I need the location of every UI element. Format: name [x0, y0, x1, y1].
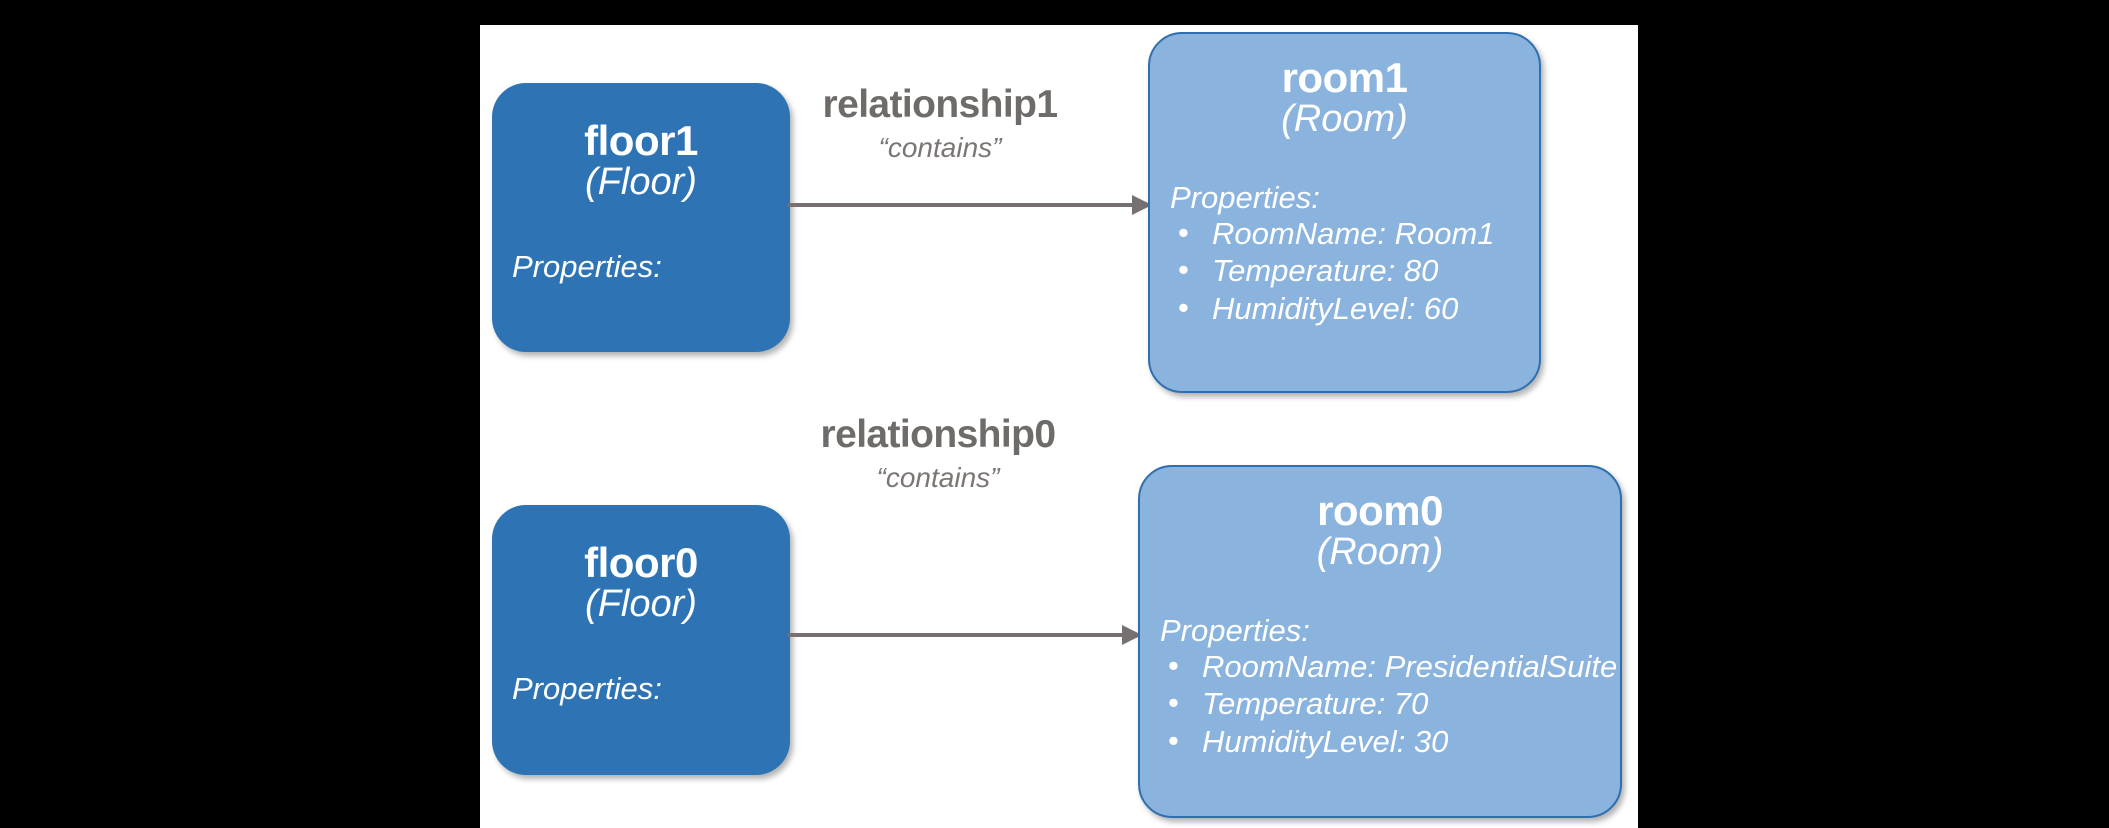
relationship0-label-group: relationship0 “contains”	[778, 413, 1098, 494]
node-room0-type: (Room)	[1316, 530, 1444, 573]
node-room1-type: (Room)	[1281, 97, 1408, 140]
bullet-icon: •	[1168, 685, 1179, 721]
node-floor0-type: (Floor)	[585, 582, 697, 625]
list-item: • HumidityLevel: 30	[1160, 723, 1620, 760]
relationship1-label-group: relationship1 “contains”	[780, 83, 1100, 164]
bullet-icon: •	[1168, 722, 1179, 758]
node-room1-title: room1	[1281, 54, 1408, 101]
node-floor1-type: (Floor)	[585, 160, 697, 203]
relationship0-name: relationship0	[820, 413, 1057, 456]
property-text: HumidityLevel: 30	[1202, 723, 1449, 759]
list-item: • HumidityLevel: 60	[1170, 290, 1539, 327]
node-floor1-title: floor1	[584, 117, 698, 164]
bullet-icon: •	[1168, 648, 1179, 684]
list-item: • Temperature: 80	[1170, 252, 1539, 289]
node-room0-title: room0	[1317, 487, 1443, 534]
list-item: • RoomName: PresidentialSuite	[1160, 648, 1620, 685]
property-text: Temperature: 80	[1212, 253, 1439, 289]
node-room1-properties-list: • RoomName: Room1 • Temperature: 80 • Humid…	[1170, 215, 1539, 327]
relationship1-kind: “contains”	[878, 131, 1002, 163]
property-text: Temperature: 70	[1202, 686, 1429, 722]
relationship0-kind: “contains”	[876, 461, 1000, 493]
node-room1[interactable]: room1 (Room) Properties: • RoomName: Room…	[1148, 32, 1541, 393]
node-room0-properties-heading: Properties:	[1160, 612, 1310, 648]
node-room0[interactable]: room0 (Room) Properties: • RoomName: Pres…	[1138, 465, 1622, 818]
node-floor0[interactable]: floor0 (Floor) Properties:	[492, 505, 790, 775]
node-floor0-title: floor0	[584, 539, 698, 586]
node-floor1[interactable]: floor1 (Floor) Properties:	[492, 83, 790, 352]
property-text: RoomName: PresidentialSuite	[1202, 649, 1618, 685]
relationship1-arrow	[788, 195, 1152, 215]
list-item: • Temperature: 70	[1160, 685, 1620, 722]
bullet-icon: •	[1178, 215, 1189, 251]
property-text: HumidityLevel: 60	[1212, 290, 1459, 326]
relationship1-name: relationship1	[822, 83, 1059, 126]
node-room1-properties-heading: Properties:	[1170, 179, 1320, 215]
node-floor0-properties-heading: Properties:	[512, 670, 662, 706]
node-room0-properties-list: • RoomName: PresidentialSuite • Temperatur…	[1160, 648, 1620, 760]
bullet-icon: •	[1178, 252, 1189, 288]
bullet-icon: •	[1178, 289, 1189, 325]
node-floor1-properties-heading: Properties:	[512, 248, 662, 284]
relationship0-arrow	[788, 625, 1142, 645]
slide-canvas: floor1 (Floor) Properties: relationship1…	[480, 25, 1638, 828]
property-text: RoomName: Room1	[1212, 216, 1495, 252]
list-item: • RoomName: Room1	[1170, 215, 1539, 252]
